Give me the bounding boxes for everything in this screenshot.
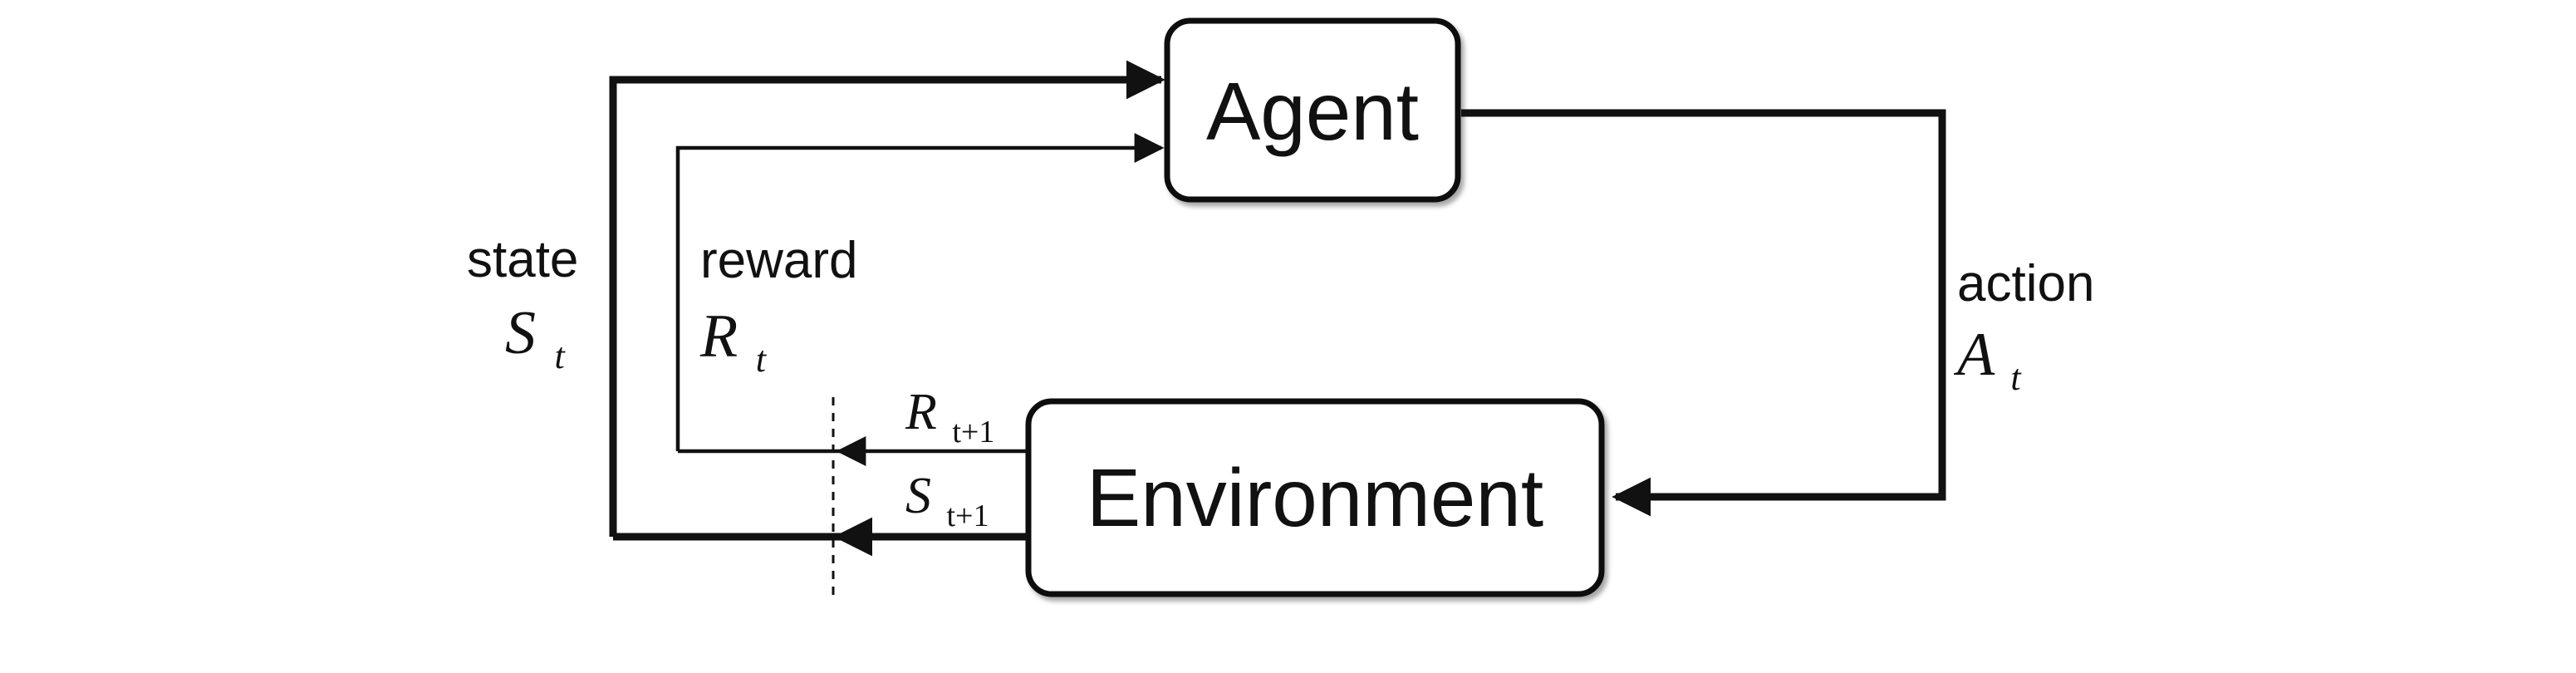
agent-label: Agent [1206,66,1419,157]
reward-symbol-sub: t [756,339,768,380]
action-symbol-sub: t [2010,357,2022,398]
state-symbol-main: S [505,299,536,367]
next-state-label: S t+1 [905,468,989,533]
environment-label: Environment [1087,452,1543,543]
action-arrow [1461,109,1946,517]
state-symbol-sub: t [555,336,567,376]
next-reward-label: R t+1 [905,384,994,449]
state-arrow [609,60,1165,537]
next-reward-sub: t+1 [952,415,994,449]
reward-word: reward [700,232,858,289]
action-symbol: A t [1953,321,2022,398]
reward-arrow [675,133,1165,451]
reward-symbol-main: R [699,302,738,371]
agent-node: Agent [1164,17,1461,203]
environment-box [1025,398,1605,597]
action-word: action [1957,255,2094,312]
reward-symbol: R t [699,302,768,380]
agent-box [1164,17,1461,203]
state-symbol: S t [505,299,567,376]
next-state-sub: t+1 [947,499,989,533]
action-symbol-main: A [1953,321,1995,389]
environment-node: Environment [1025,398,1605,597]
state-word: state [467,231,578,288]
next-reward-main: R [905,384,937,440]
next-state-main: S [905,468,931,524]
